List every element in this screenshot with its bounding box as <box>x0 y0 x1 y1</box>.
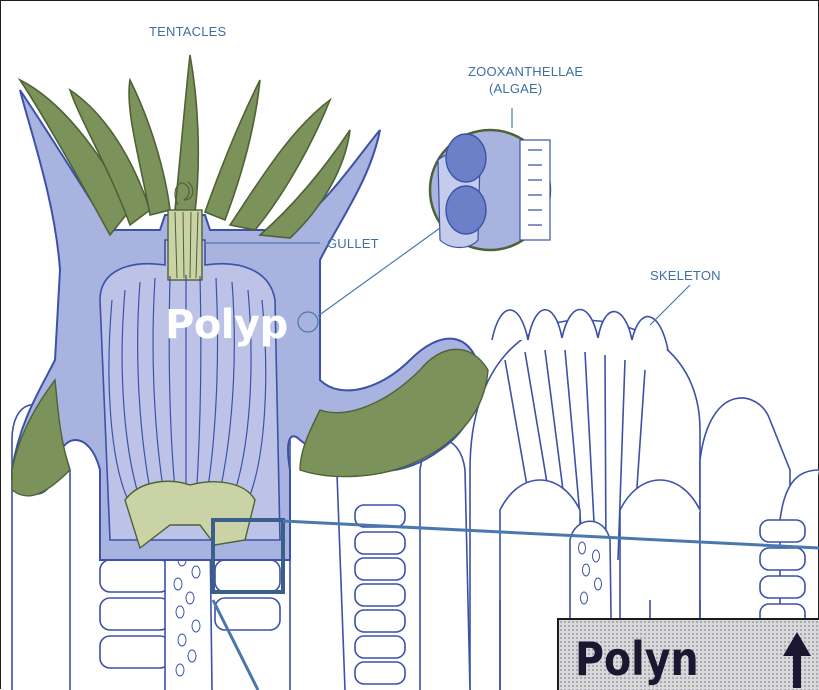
polyp-overlay-label: Polyp <box>165 302 288 348</box>
inset-title: Polyn <box>575 636 699 682</box>
up-arrow-icon <box>777 628 817 688</box>
label-algae: (ALGAE) <box>489 81 542 96</box>
label-gullet: GULLET <box>327 236 379 251</box>
zoom-inset-panel: Polyn <box>557 618 819 690</box>
label-tentacles: TENTACLES <box>149 24 226 39</box>
zooxanthellae-magnifier <box>430 130 550 250</box>
label-zooxanthellae: ZOOXANTHELLAE <box>468 64 583 79</box>
label-skeleton: SKELETON <box>650 268 721 283</box>
